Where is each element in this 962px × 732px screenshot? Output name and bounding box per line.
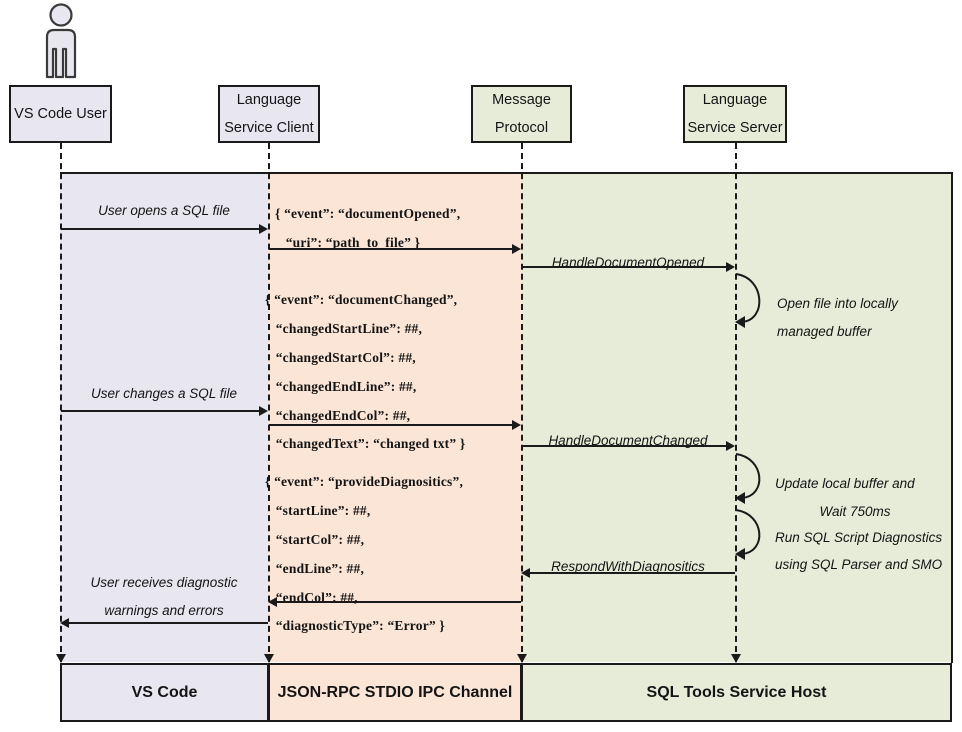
lifeline-label-line1: VS Code User (14, 105, 107, 122)
lifeline-label-line1: Language (236, 91, 302, 108)
band-right-border (951, 172, 953, 663)
lifeline-label-line2: Protocol (494, 120, 549, 136)
band-ipc-channel (268, 173, 521, 662)
footer-label-service-host: SQL Tools Service Host (646, 683, 827, 701)
arrowhead-server-to-protocol-diagnostics (521, 568, 530, 578)
arrowhead-user-opens (259, 224, 268, 234)
arrow-protocol-to-server-opened (522, 266, 726, 268)
note-run-diagnostics-line2: using SQL Parser and SMO (775, 557, 943, 572)
arrowhead-user-changes (259, 406, 268, 416)
self-call-open-file (733, 272, 773, 335)
message-label-user-receives-line1: User receives diagnostic (90, 575, 238, 590)
arrowhead-protocol-to-client-diagnostics (268, 597, 277, 607)
lifeline-header-message-protocol[interactable]: Message Protocol (471, 85, 572, 143)
lifeline-label-line2: Service Server (687, 120, 783, 136)
arrow-user-opens (61, 228, 259, 230)
json-payload-document-opened: { “event”: “documentOpened”, “uri”: “pat… (275, 206, 461, 250)
note-open-file-line2: managed buffer (777, 324, 872, 339)
arrowhead-client-to-protocol-changed (512, 420, 521, 430)
message-label-respond-with-diagnostics: RespondWithDiagnositics (551, 559, 705, 574)
self-call-run-diagnostics (733, 508, 773, 567)
arrowhead-protocol-to-server-opened (726, 262, 735, 272)
footer-ipc-channel[interactable]: JSON-RPC STDIO IPC Channel (268, 663, 522, 722)
arrow-protocol-to-server-changed (522, 445, 726, 447)
arrowhead-client-to-protocol-opened (512, 244, 521, 254)
arrow-client-to-user-diagnostics (69, 622, 268, 624)
arrow-server-to-protocol-diagnostics (530, 572, 735, 574)
message-label-user-changes: User changes a SQL file (90, 386, 238, 401)
lifeline-label-line1: Language (702, 91, 768, 108)
arrowhead-lifeline-end-protocol (517, 654, 527, 663)
arrowhead-lifeline-end-client (264, 654, 274, 663)
lifeline-vs-code-user (60, 143, 62, 662)
json-payload-provide-diagnostics: { “event”: “provideDiagnositics”, “start… (265, 474, 464, 634)
arrowhead-client-to-user-diagnostics (60, 618, 69, 628)
footer-vs-code[interactable]: VS Code (60, 663, 269, 722)
band-vs-code (60, 173, 268, 662)
footer-label-vs-code: VS Code (131, 683, 198, 701)
arrowhead-lifeline-end-server (731, 654, 741, 663)
lifeline-header-language-service-server[interactable]: Language Service Server (683, 85, 787, 143)
message-label-handle-document-changed: HandleDocumentChanged (548, 433, 708, 448)
note-open-file-line1: Open file into locally (777, 296, 898, 311)
lifeline-header-language-service-client[interactable]: Language Service Client (218, 85, 320, 143)
arrow-client-to-protocol-opened (269, 248, 512, 250)
arrow-client-to-protocol-changed (269, 424, 512, 426)
lifeline-label-line1: Message (492, 91, 551, 108)
self-call-update-buffer (733, 452, 773, 511)
note-update-buffer-line2: Wait 750ms (819, 504, 891, 519)
json-payload-document-changed: { “event”: “documentChanged”, “changedSt… (265, 292, 466, 452)
lifeline-label-line2: Service Client (224, 120, 314, 136)
note-update-buffer-line1: Update local buffer and (775, 476, 915, 491)
arrowhead-lifeline-end-user (56, 654, 66, 663)
lifeline-header-vs-code-user[interactable]: VS Code User (9, 85, 112, 143)
footer-service-host[interactable]: SQL Tools Service Host (521, 663, 952, 722)
message-label-handle-document-opened: HandleDocumentOpened (551, 255, 705, 270)
arrow-user-changes (61, 410, 259, 412)
arrow-protocol-to-client-diagnostics (277, 601, 521, 603)
lifeline-message-protocol (521, 143, 523, 662)
arrowhead-protocol-to-server-changed (726, 441, 735, 451)
message-label-user-opens: User opens a SQL file (98, 203, 230, 218)
band-top-border (60, 172, 952, 174)
lifeline-language-service-server (735, 143, 737, 662)
actor-person-icon (35, 3, 87, 86)
message-label-user-receives-line2: warnings and errors (104, 603, 224, 618)
footer-label-ipc-channel: JSON-RPC STDIO IPC Channel (277, 683, 513, 701)
lifeline-language-service-client (268, 143, 270, 662)
note-run-diagnostics-line1: Run SQL Script Diagnostics (775, 530, 943, 545)
